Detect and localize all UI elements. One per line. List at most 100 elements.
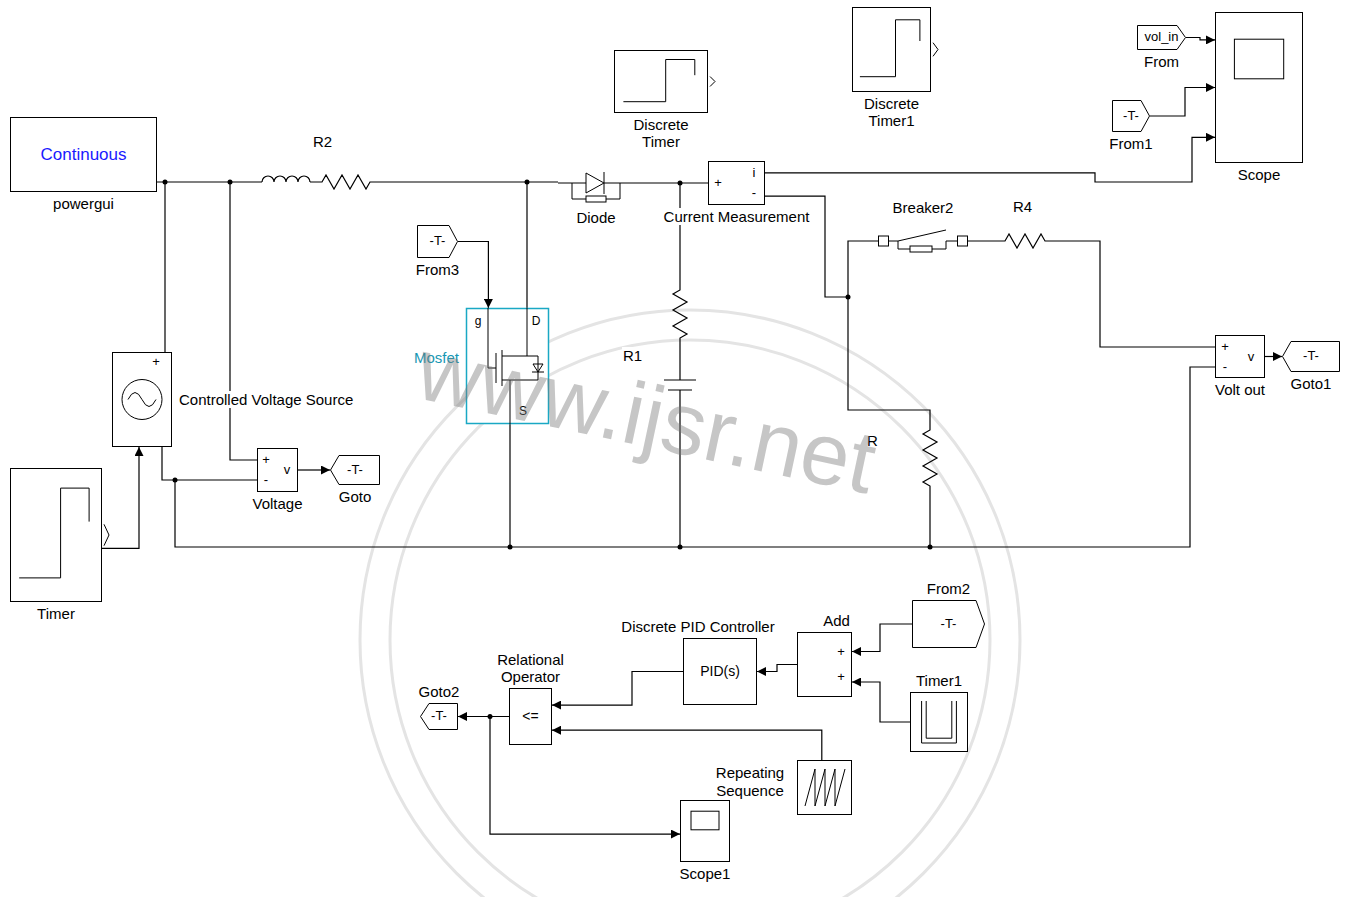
signal-line [1186,38,1215,40]
current-measurement: +i-Current Measurement [708,161,765,205]
block-text: vol_in [1145,30,1179,45]
inductor-symbol [262,176,310,182]
goto-tag: -T-Goto1 [1282,341,1340,372]
from-tag: -T-From3 [417,225,458,258]
goto-tag: -T-Goto2 [420,703,458,730]
block-caption: Breaker2 [892,199,955,216]
block-caption: Goto [338,488,373,505]
discrete-timer: Discrete Timer1 [852,7,931,92]
from-tag: -T-From1 [1112,100,1150,132]
signal-line [298,469,330,470]
signal-line [757,665,797,672]
block-caption: From2 [926,580,971,597]
block-caption: Diode [575,209,616,226]
block-text: -T- [430,234,446,249]
wire [526,182,527,308]
block-caption: Timer1 [915,672,963,689]
relational-operator: <=Relational Operator [509,688,552,745]
block-text: + [837,670,845,685]
cvs-outline [112,352,172,447]
block-text: -T- [1303,349,1319,364]
timer-outline [10,468,102,602]
goto-tag: -T-Goto [330,455,380,485]
watermark-emblem [360,310,1020,897]
block-text: v [1248,350,1255,365]
breaker-outline [878,227,968,255]
signal-line [852,682,910,722]
breaker-block: Breaker2 [878,227,968,255]
wire [509,424,510,547]
block-text: <= [522,708,538,724]
signal-line [102,447,139,548]
block-text: + [837,645,845,660]
block-caption: Add [822,612,851,629]
timer-outline [852,7,931,92]
add-block: ++Add [797,632,852,697]
block-caption: Repeating Sequence [709,764,791,799]
block-text: + [714,176,722,191]
block-text: D [532,315,541,329]
resistor-symbol [310,175,558,189]
block-caption: Controlled Voltage Source [178,391,354,408]
repeating-sequence: Repeating Sequence [797,760,852,815]
box-outline [797,632,852,697]
scope-outline [680,800,730,862]
timer-block: Timer [10,468,102,602]
controlled-voltage-source: +Controlled Voltage Source [112,352,172,447]
block-text: -T- [1123,109,1139,124]
part-name: R2 [312,133,333,150]
scope-outline [1215,12,1303,163]
block-text: Continuous [40,145,126,165]
scope-block: Scope1 [680,800,730,862]
block-text: -T- [347,463,363,478]
block-text: + [262,453,270,468]
wire [164,182,165,352]
timer-outline [614,50,708,113]
diode-block: Diode [558,160,634,206]
timer-block: Timer1 [910,692,968,752]
block-text: + [152,355,160,370]
discrete-timer: Discrete Timer [614,50,708,113]
block-text: + [1221,340,1229,355]
signal-line [458,242,488,309]
block-caption: Scope [1237,166,1282,183]
watermark: www.ijsr.net [409,318,885,514]
wire [634,182,708,183]
block-caption: Discrete PID Controller [620,618,775,635]
scope-block: Scope [1215,12,1303,163]
pid-controller: PID(s)Discrete PID Controller [683,638,757,705]
block-caption: Voltage [251,495,303,512]
block-caption: Goto2 [418,683,461,700]
block-caption: Goto1 [1290,375,1333,392]
block-caption: Timer [36,605,76,622]
block-caption: Relational Operator [484,651,578,686]
from-tag: vol_inFrom [1137,25,1186,50]
block-caption: From3 [415,261,460,278]
block-caption: Scope1 [679,865,732,882]
junction-dots [163,180,933,720]
block-caption: From1 [1108,135,1153,152]
block-caption: Current Measurement [663,208,811,225]
resistor-symbol [968,234,1215,347]
block-text: i [753,166,756,181]
voltage-measurement: +-vVolt out [1215,335,1265,378]
wire [230,182,257,460]
block-text: - [264,473,268,488]
block-text: -T- [431,709,447,724]
step1-outline [910,692,968,752]
block-text: v [284,463,291,478]
signal-line [1265,356,1282,357]
block-text: -T- [941,617,957,632]
voltage-measurement: +-vVoltage [257,448,298,492]
saw-outline [797,760,852,815]
part-name: R4 [1012,198,1033,215]
signal-line [852,624,912,652]
diode-outline [558,160,634,206]
powergui-block: Continuouspowergui [10,117,157,192]
signal-line [552,730,822,760]
block-text: PID(s) [700,663,740,679]
wire [157,181,262,182]
block-text: - [752,186,756,201]
block-caption: Discrete Timer1 [845,95,939,130]
block-caption: Volt out [1214,381,1266,398]
